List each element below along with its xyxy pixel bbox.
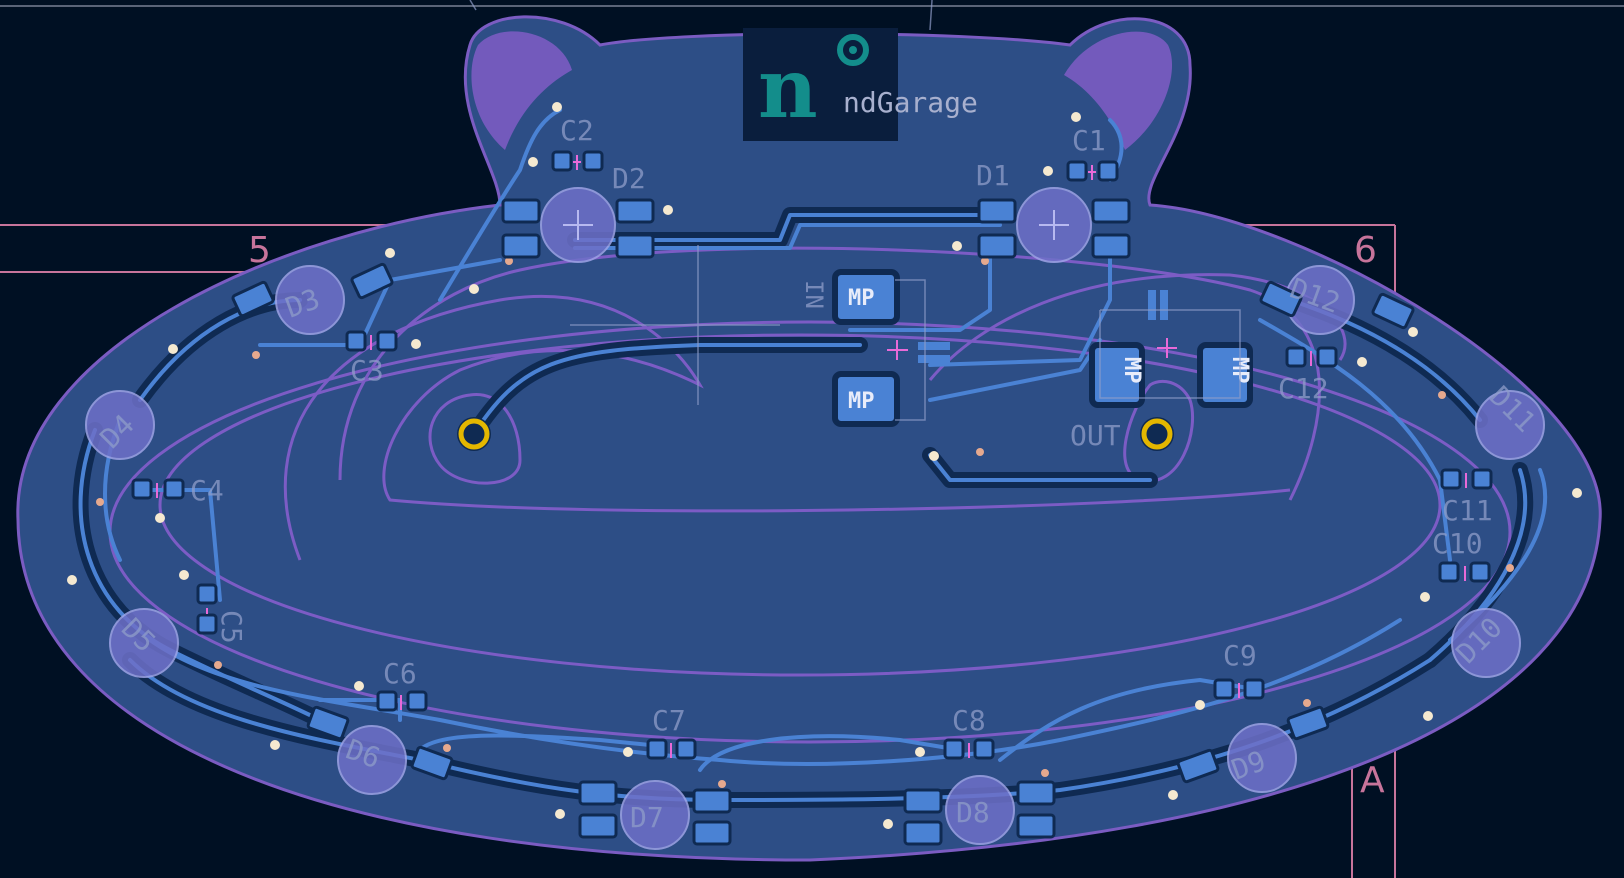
mp-label-2: MP	[848, 389, 875, 414]
ref-d1: D1	[976, 159, 1010, 192]
ref-in: IN	[800, 280, 828, 309]
mp-pads: MP MP MP MP	[832, 269, 1253, 427]
fab-lines	[469, 0, 1241, 421]
board-outline	[16, 15, 1602, 862]
ref-d7: D7	[630, 801, 664, 834]
ref-c2: C2	[560, 114, 594, 147]
ref-c11: C11	[1442, 494, 1493, 527]
ref-c12: C12	[1278, 372, 1329, 405]
led-bodies	[85, 187, 1545, 850]
ref-c3: C3	[350, 354, 384, 387]
ref-d8: D8	[956, 796, 990, 829]
sheet-row-a: A	[1360, 760, 1385, 801]
mp-label-3: MP	[1119, 357, 1144, 384]
sheet-col-5: 5	[248, 230, 271, 271]
sheet-col-6: 6	[1354, 230, 1377, 271]
ref-c1: C1	[1072, 124, 1106, 157]
ref-c6: C6	[383, 657, 417, 690]
mp-label-1: MP	[848, 286, 875, 311]
through-hole-pads	[457, 417, 1174, 451]
vias	[67, 102, 1582, 829]
ref-c10: C10	[1432, 527, 1483, 560]
logo-text: ndGarage	[843, 86, 978, 119]
smd-pads	[131, 150, 1493, 846]
ref-c7: C7	[652, 704, 686, 737]
cap-markers	[156, 155, 1467, 758]
ref-out: OUT	[1070, 419, 1121, 452]
logo-dot	[837, 34, 869, 66]
ref-c5: C5	[215, 610, 248, 644]
ndgarage-logo: n ndGarage	[743, 28, 978, 141]
ref-d2: D2	[612, 162, 646, 195]
ref-c4: C4	[190, 474, 224, 507]
ref-c8: C8	[952, 704, 986, 737]
vias-small	[96, 257, 1514, 788]
ref-designators: C2 D2 D1 C1 D3 C3 D12 C12 D4 C4 D11 C11 …	[94, 114, 1543, 834]
ref-c9: C9	[1223, 639, 1257, 672]
logo-glyph: n	[758, 41, 818, 137]
